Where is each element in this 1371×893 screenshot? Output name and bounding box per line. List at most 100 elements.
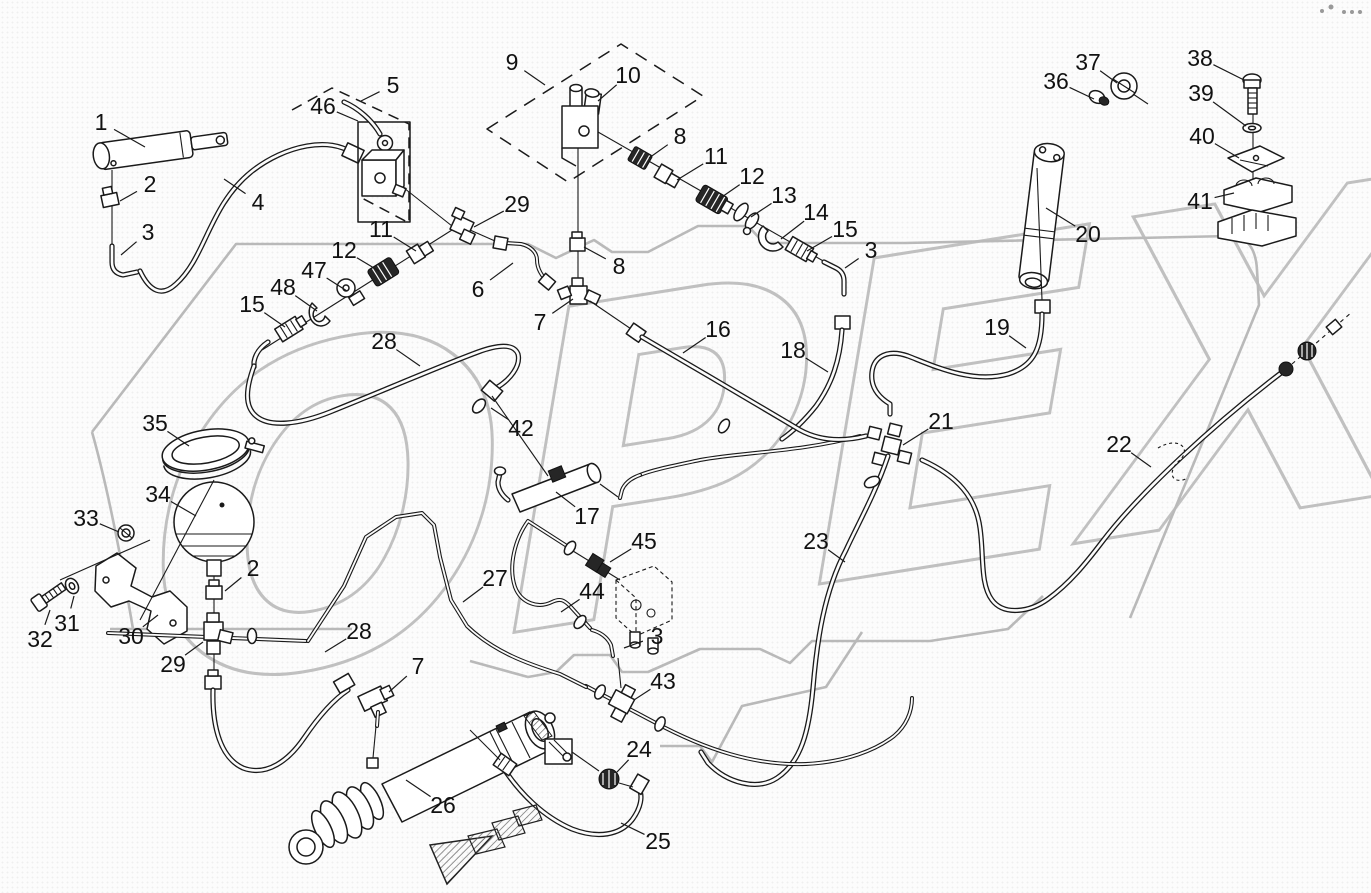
leader-line-24 (616, 759, 630, 773)
tee-29a (449, 206, 476, 245)
leader-line-28 (324, 638, 347, 653)
link-17-elbow (599, 483, 619, 498)
part-label-25: 25 (645, 828, 671, 854)
link-24-elbow (618, 782, 634, 788)
coil-on-22 (1157, 442, 1189, 481)
link-valve-24 (571, 751, 600, 772)
leader-line-9 (523, 70, 546, 86)
hose-28a-fitting (480, 379, 504, 402)
part-label-20: 20 (1075, 221, 1101, 247)
part-label-13: 13 (771, 182, 797, 208)
part-label-3: 3 (865, 237, 878, 263)
fitting-12b (367, 257, 400, 287)
part-label-33: 33 (73, 505, 99, 531)
link-26-25 (469, 729, 501, 761)
part-label-36: 36 (1043, 68, 1069, 94)
part-label-3: 3 (651, 623, 664, 649)
part-label-6: 6 (472, 276, 485, 302)
part-label-1: 1 (95, 109, 108, 135)
valve-10 (561, 83, 603, 167)
part-label-8: 8 (613, 253, 626, 279)
leader-line-30 (142, 614, 159, 628)
nut-24 (598, 768, 620, 790)
leader-line-45 (609, 548, 632, 563)
fitting-2b (205, 579, 223, 600)
fitting-2a (100, 185, 120, 209)
part-label-46: 46 (310, 93, 336, 119)
part-label-42: 42 (508, 415, 534, 441)
part-label-30: 30 (118, 623, 144, 649)
leader-line-42 (490, 407, 509, 421)
bolt-32 (30, 582, 67, 612)
part-label-35: 35 (142, 410, 168, 436)
part-label-16: 16 (705, 316, 731, 342)
ring-on-16 (717, 418, 731, 434)
part-label-11: 11 (704, 143, 728, 169)
pipe-6 (492, 235, 557, 291)
part-label-2: 2 (247, 555, 260, 581)
tee-43 (607, 683, 637, 723)
fitting-12a (695, 184, 734, 215)
part-label-38: 38 (1187, 45, 1213, 71)
leader-line-16 (682, 336, 706, 354)
hose-4-end-fitting (341, 142, 365, 164)
part-label-29: 29 (504, 191, 530, 217)
bolt-38 (1242, 73, 1262, 115)
watermark-layer: OPEX (90, 4, 1371, 794)
leader-line-22 (1130, 452, 1152, 468)
fitting-45 (584, 552, 612, 579)
clip-13 (733, 202, 760, 236)
plate-40 (1227, 145, 1285, 173)
part-label-17: 17 (574, 503, 600, 529)
leader-line-4 (223, 178, 246, 195)
leader-line-3 (844, 258, 860, 269)
pipe-17 (493, 462, 602, 513)
part-label-15: 15 (239, 291, 265, 317)
micro-valve-24 (523, 711, 573, 765)
cyl-20-line (1036, 167, 1043, 301)
clip-14 (757, 225, 784, 252)
leader-line-8 (583, 246, 607, 260)
ring-43a (593, 684, 607, 700)
link-30-34 (139, 479, 215, 621)
part-label-21: 21 (928, 408, 954, 434)
part-label-39: 39 (1188, 80, 1214, 106)
leader-line-29 (184, 641, 204, 656)
clamp-35 (161, 428, 265, 480)
elbow-3c (590, 628, 615, 658)
part-label-11: 11 (369, 216, 393, 242)
leader-line-36 (1069, 86, 1095, 100)
part-label-34: 34 (145, 481, 171, 507)
part-label-5: 5 (387, 72, 400, 98)
fitting-8b (569, 231, 586, 252)
leader-line-2 (224, 577, 242, 592)
ring-42 (471, 398, 487, 414)
bracket-hole-2 (169, 619, 177, 627)
fitting-8a (627, 146, 653, 170)
leader-line-3 (120, 241, 137, 256)
part-label-24: 24 (626, 736, 652, 762)
part-label-28: 28 (371, 328, 397, 354)
link-6-29 (469, 229, 496, 242)
leader-line-23 (827, 549, 846, 563)
tube-22-ball-end (1278, 361, 1294, 377)
ring-on-23 (863, 475, 881, 489)
cylinder-part-1 (92, 130, 229, 171)
leader-line-34 (170, 500, 197, 517)
part-label-48: 48 (270, 274, 296, 300)
ring-43b (654, 716, 666, 732)
leader-line-3 (623, 640, 644, 649)
fitting-15b (273, 315, 308, 343)
leader-line-21 (902, 428, 929, 446)
fitting-22-end (1325, 318, 1343, 336)
leader-line-33 (99, 523, 120, 533)
tee-7a (556, 277, 602, 306)
plug-36 (1088, 89, 1110, 106)
bracket-hole-1 (102, 576, 110, 584)
part-label-23: 23 (803, 528, 829, 554)
part-label-41: 41 (1187, 188, 1213, 214)
leader-line-19 (1008, 335, 1027, 349)
leader-line-43 (633, 688, 651, 701)
